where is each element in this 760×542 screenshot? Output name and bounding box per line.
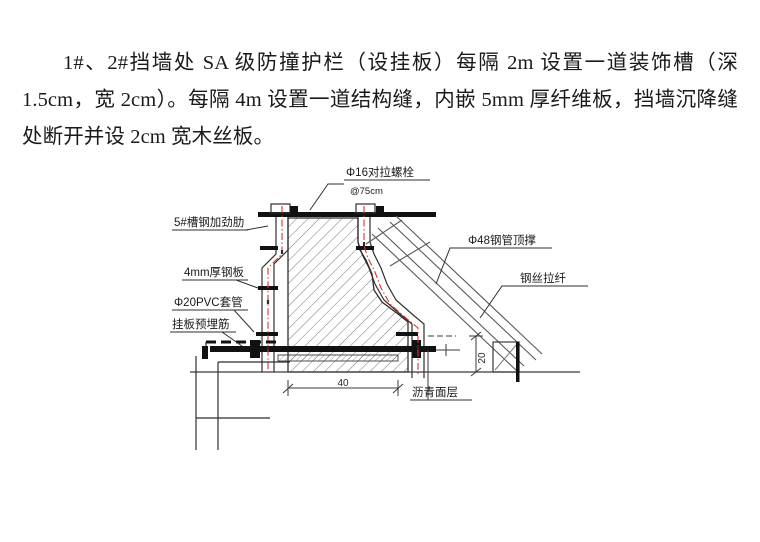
top-right-clamp [355, 203, 376, 214]
embedded-bar-bracket [195, 342, 290, 450]
tie-bar-left-upper [260, 246, 278, 250]
tie-bar-base-through [210, 346, 436, 352]
brace-cross-members [365, 219, 431, 267]
tie-bar-right-lower [396, 332, 418, 336]
left-formwork-panel [261, 216, 289, 372]
leader-pipe-brace [435, 247, 466, 285]
leader-tie-bolt [309, 183, 344, 211]
tie-plate-left [250, 340, 260, 358]
centerline-ticks [266, 242, 420, 350]
dimension-base-width [282, 380, 404, 396]
label-pvc-sleeve: Φ20PVC套管 [174, 295, 243, 309]
tie-plate-right [412, 340, 421, 358]
top-left-clamp [270, 203, 291, 214]
brace-foot-hatch [494, 343, 518, 371]
brace-pipe-edge-1 [371, 233, 519, 373]
centerline-left [267, 206, 283, 372]
centerline-group [267, 206, 419, 376]
dim40-slash-right [392, 383, 404, 394]
top-left-nut [290, 206, 298, 212]
brace-pipe-edge-4 [395, 215, 543, 355]
leader-steel-plate [182, 279, 259, 289]
text-block: 1#、2#挡墙处 SA 级防撞护栏（设挂板）每隔 2m 设置一道装饰槽（深 1.… [22, 24, 738, 176]
label-embedded-bar: 挂板预埋筋 [172, 317, 230, 331]
brace-foot-post [516, 342, 520, 382]
label-steel-plate: 4mm厚钢板 [184, 265, 245, 279]
dim40-slash-left [282, 383, 294, 394]
label-tie-bolt-spacing: @75cm [350, 186, 383, 197]
brace-cross-1 [365, 219, 403, 245]
label-tie-bolt: Φ16对拉螺栓 [346, 165, 414, 179]
dim20-slash-top [470, 331, 482, 341]
brace-foot-block [492, 341, 520, 382]
technical-drawing: 40 20 [150, 150, 620, 450]
barrier-section-drawing: 40 20 [170, 165, 588, 450]
brace-pipe-edge-2 [377, 227, 525, 367]
brace-cross-2 [389, 241, 431, 267]
brace-pipe-edge-3 [389, 221, 537, 361]
steel-pipe-brace-group [371, 215, 543, 373]
dimension-base-width-text: 40 [337, 378, 349, 389]
top-right-nut [376, 206, 384, 212]
top-waler-beam [258, 203, 436, 217]
label-steel-pipe-brace: Φ48钢管顶撑 [468, 233, 536, 247]
embedded-bar-end-block [202, 346, 208, 359]
label-channel-stiffener: 5#槽钢加劲肋 [174, 215, 244, 229]
dimension-brace-height-text: 20 [477, 352, 488, 364]
tie-bar-left-lower [256, 332, 278, 336]
dimension-brace-height [427, 331, 483, 400]
leader-wire-rope [479, 285, 518, 319]
label-asphalt-layer: 沥青面层 [412, 386, 458, 399]
label-wire-rope: 钢丝拉纤 [520, 271, 566, 285]
body-paragraph: 1#、2#挡墙处 SA 级防撞护栏（设挂板）每隔 2m 设置一道装饰槽（深 1.… [22, 51, 738, 148]
leader-embedded-bar [172, 331, 243, 347]
top-beam-bar [258, 212, 436, 217]
base-screed-layer [277, 354, 399, 362]
dim20-slash-bot [470, 367, 482, 377]
centerline-right [363, 206, 419, 376]
